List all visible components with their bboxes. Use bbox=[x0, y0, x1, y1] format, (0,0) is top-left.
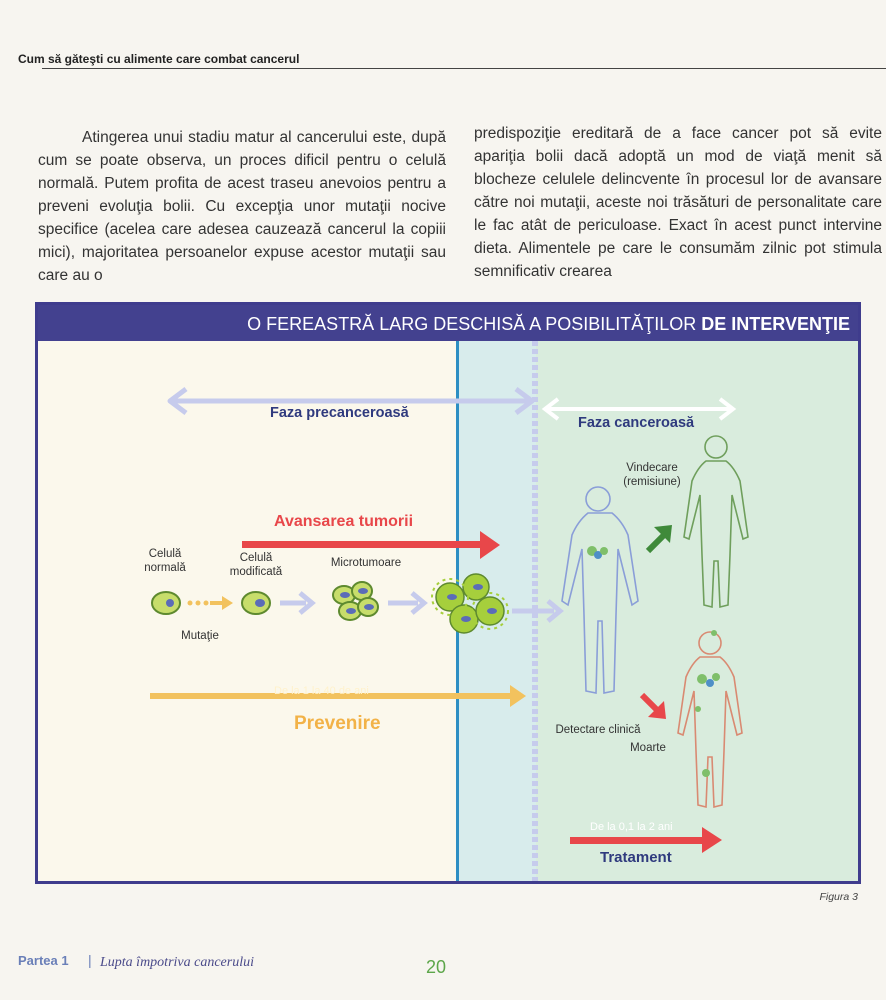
patient-body-icon bbox=[561, 486, 639, 694]
treatment-range-label: De la 0,1 la 2 ani bbox=[590, 821, 673, 833]
treatment-arrow bbox=[570, 827, 722, 853]
cure-label: Vindecare (remisiune) bbox=[623, 462, 681, 488]
patient-tumor-spot bbox=[587, 546, 608, 559]
figure-title-main: O FEREASTRĂ LARG DESCHISĂ A POSIBILITĂŢI… bbox=[247, 314, 702, 334]
microtumor-label: Microtumoare bbox=[330, 557, 402, 569]
figure-title: O FEREASTRĂ LARG DESCHISĂ A POSIBILITĂŢI… bbox=[247, 305, 850, 341]
mutation-label: Mutaţie bbox=[181, 630, 219, 642]
prevention-label: Prevenire bbox=[294, 713, 381, 734]
header-rule bbox=[42, 68, 886, 69]
precancer-span-arrow bbox=[167, 387, 535, 415]
cured-body-icon bbox=[683, 435, 749, 609]
page-number: 20 bbox=[426, 957, 447, 977]
microtumor-icon bbox=[332, 581, 379, 621]
deceased-body-icon bbox=[677, 631, 743, 809]
body-column-left: Atingerea unui stadiu matur al cancerulu… bbox=[38, 129, 446, 284]
figure-caption: Figura 3 bbox=[819, 891, 858, 903]
figure-intervention-window: O FEREASTRĂ LARG DESCHISĂ A POSIBILITĂŢI… bbox=[35, 302, 861, 884]
treatment-label: Tratament bbox=[600, 849, 672, 866]
figure-title-strong: DE INTERVENŢIE bbox=[701, 314, 850, 334]
tumor-cluster-icon bbox=[431, 573, 509, 634]
mutation-arrow bbox=[187, 596, 233, 610]
tumor-progress-arrow bbox=[242, 531, 500, 559]
figure-title-bar: O FEREASTRĂ LARG DESCHISĂ A POSIBILITĂŢI… bbox=[38, 305, 858, 341]
prevention-arrow bbox=[150, 685, 526, 707]
cell-modified-icon bbox=[241, 591, 271, 615]
figure-drawing bbox=[150, 387, 749, 853]
phase-precancer-label: Faza precanceroasă bbox=[270, 405, 409, 421]
progression-arrow-3 bbox=[512, 599, 564, 623]
cell-normal-icon bbox=[151, 591, 181, 615]
progression-arrow-1 bbox=[280, 591, 316, 615]
footer-book-title: Lupta împotriva cancerului bbox=[100, 955, 254, 970]
running-header: Cum să găteşti cu alimente care combat c… bbox=[18, 52, 300, 66]
body-column-right: predispoziţie ereditară de a face cancer… bbox=[474, 125, 882, 280]
death-arrow bbox=[639, 692, 666, 719]
footer-separator: | bbox=[88, 952, 92, 968]
death-label: Moarte bbox=[630, 742, 666, 754]
prevention-range-label: De la 1 la 40 de ani bbox=[274, 685, 369, 697]
progression-arrow-2 bbox=[388, 591, 428, 615]
cure-arrow bbox=[645, 525, 672, 554]
footer-part-label: Partea 1 bbox=[18, 953, 69, 968]
clinical-detection-label: Detectare clinică bbox=[555, 724, 641, 736]
metastasis-spots bbox=[695, 630, 720, 777]
cancer-span-arrow bbox=[541, 397, 737, 421]
cell-modified-label: Celulă modificată bbox=[229, 552, 283, 578]
cell-normal-label: Celulă normală bbox=[144, 548, 186, 574]
phase-cancer-label: Faza canceroasă bbox=[578, 415, 695, 431]
tumor-progress-label: Avansarea tumorii bbox=[274, 513, 414, 530]
